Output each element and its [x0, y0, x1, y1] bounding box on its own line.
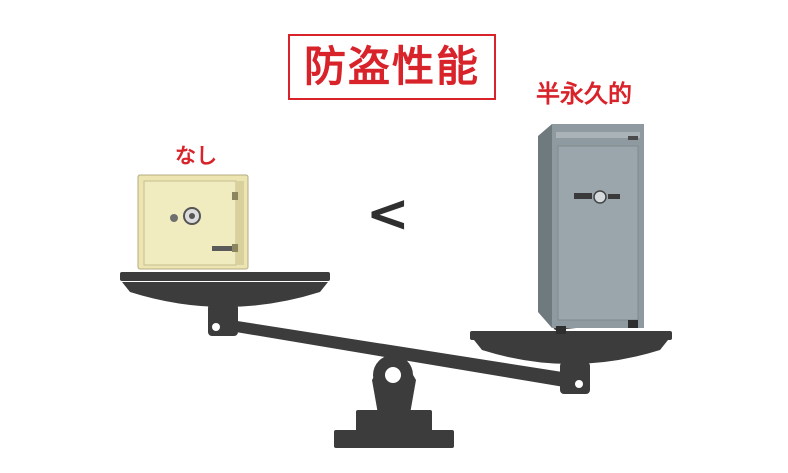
left-pan — [120, 272, 330, 336]
small-safe-image — [137, 174, 249, 270]
left-label: なし — [175, 144, 217, 168]
right-pan — [470, 331, 672, 394]
right-label: 半永久的 — [536, 80, 632, 108]
tall-safe-image — [538, 124, 644, 334]
comparison-symbol: < — [366, 184, 410, 244]
title-box: 防盗性能 — [288, 34, 496, 100]
scale-beam — [212, 318, 588, 390]
scale-base — [334, 410, 454, 448]
page-title: 防盗性能 — [303, 42, 480, 91]
scale-pivot-hole — [385, 367, 401, 383]
